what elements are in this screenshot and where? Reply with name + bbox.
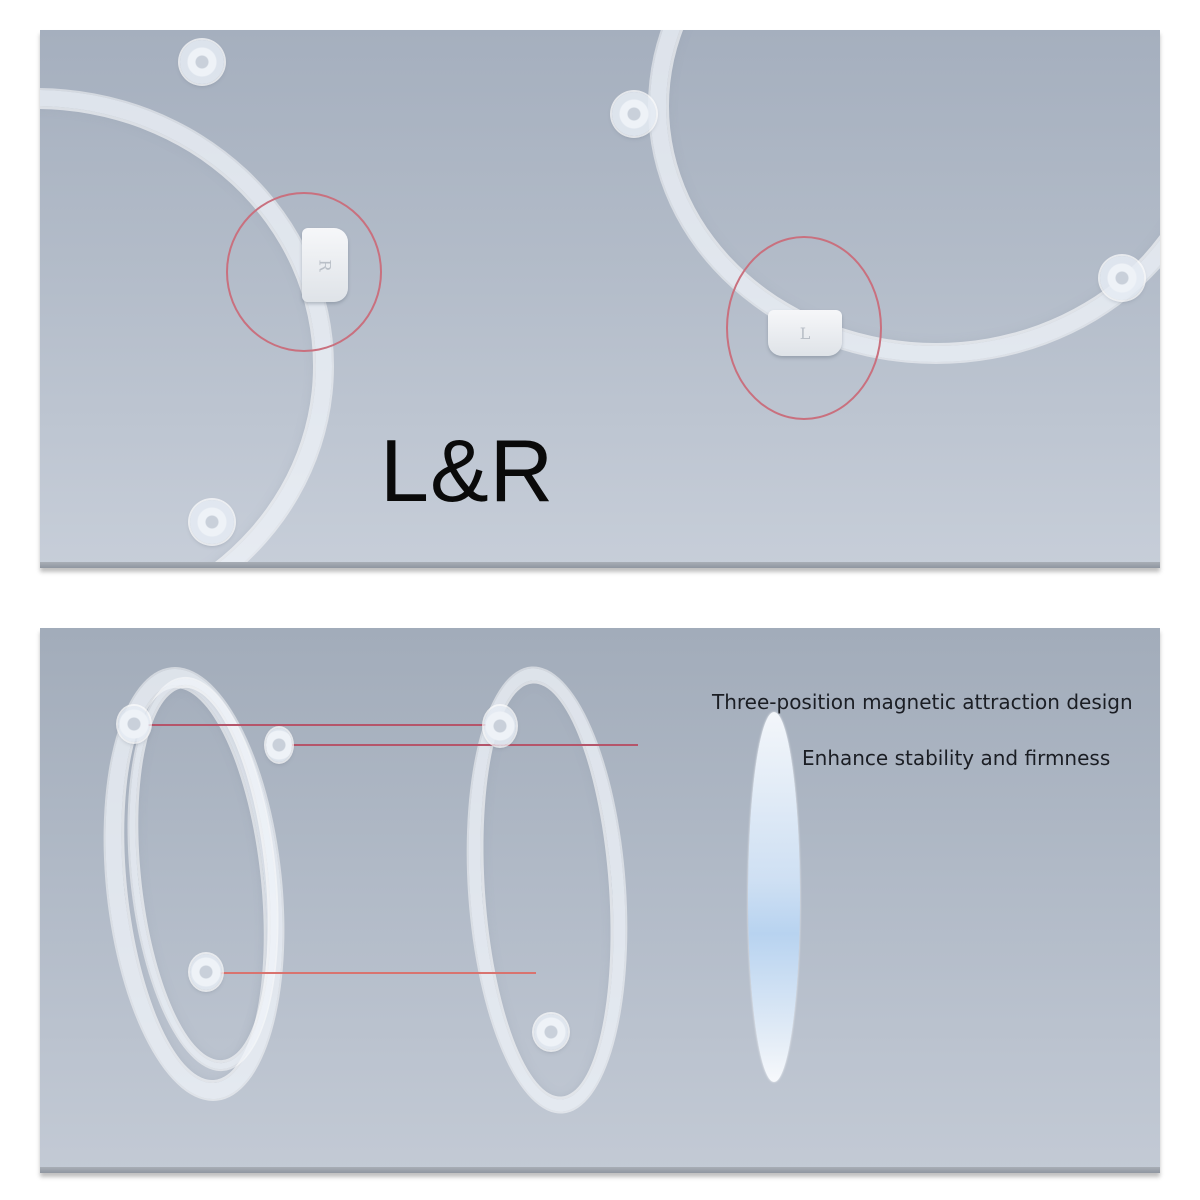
magnetic-design-panel: Three-position magnetic attraction desig… <box>40 628 1160 1173</box>
magnet-line-2 <box>290 744 638 746</box>
lr-label: L&R <box>380 421 555 520</box>
magnet-line-3 <box>216 972 536 974</box>
ring-mount-lug-icon <box>190 500 234 544</box>
magnet-point-icon <box>534 1014 568 1050</box>
magnet-point-icon <box>484 706 516 746</box>
magnet-point-icon <box>190 954 222 990</box>
magnet-line-1 <box>145 724 495 726</box>
ring-mount-lug-icon <box>180 40 224 84</box>
l-highlight-circle <box>726 236 882 420</box>
feature-magnetic: Three-position magnetic attraction desig… <box>712 690 1133 714</box>
r-highlight-circle <box>226 192 382 352</box>
blue-light-lens <box>748 712 800 1082</box>
magnet-point-icon <box>118 706 150 742</box>
feature-stability: Enhance stability and firmness <box>802 746 1111 770</box>
lr-marking-panel: R L&R L <box>40 30 1160 568</box>
ring-mount-lug-icon <box>612 92 656 136</box>
ring-mount-lug-icon <box>1100 256 1144 300</box>
magnet-point-icon <box>266 728 292 762</box>
